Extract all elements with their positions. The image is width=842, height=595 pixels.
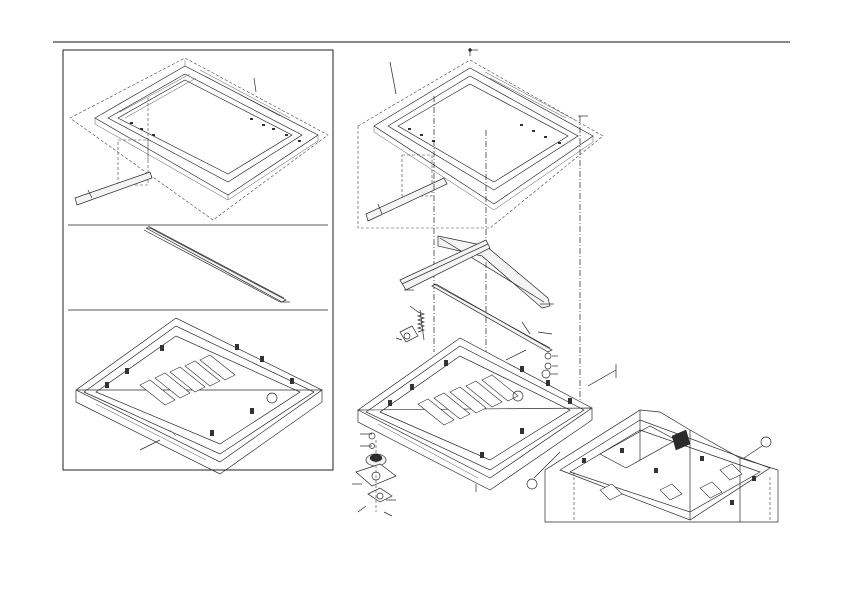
spring-icon (409, 305, 426, 341)
ccd-flat-cable-icon (365, 154, 448, 222)
left-parts-panel (62, 49, 334, 475)
right-exploded-assembly (352, 48, 779, 523)
motor-bracket-icon (395, 325, 419, 343)
scanner-upper-frame-icon (69, 57, 329, 221)
leader-line (533, 451, 561, 479)
main-unit-body-icon (544, 409, 779, 523)
scanner-lower-frame-icon (357, 337, 617, 492)
leader-line (743, 445, 763, 459)
panel-frame (62, 49, 334, 471)
callout-circle (526, 478, 538, 490)
scan-rail-bar-icon (431, 283, 554, 353)
callout-circle (760, 436, 772, 448)
gear-assembly-icon (505, 349, 558, 379)
screw-icon (468, 48, 478, 56)
ccd-flat-cable-icon (74, 139, 153, 206)
scan-rail-bar-icon (399, 235, 551, 309)
scanner-lower-frame-icon (75, 317, 323, 475)
scanner-upper-frame-icon (357, 59, 604, 229)
gear-assembly-icon (352, 432, 397, 517)
scan-rail-bar-icon (143, 225, 290, 303)
